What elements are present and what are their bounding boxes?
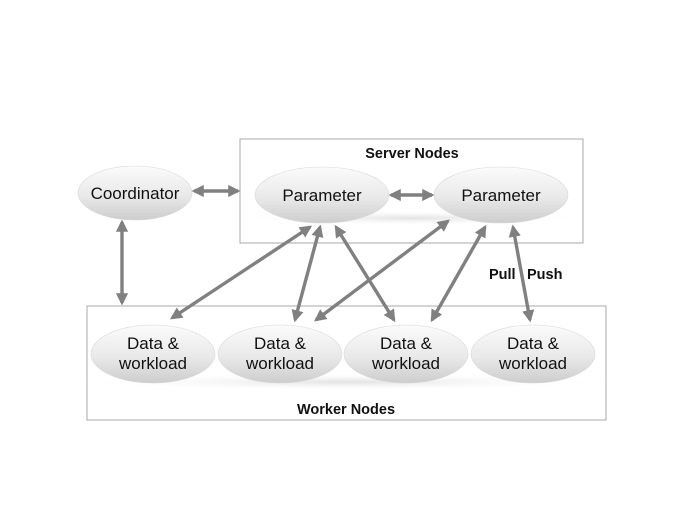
worker-4-line1: Data & [507, 334, 560, 353]
worker-node-4: Data & workload [470, 324, 596, 384]
worker-3-line2: workload [371, 354, 440, 373]
coordinator-node: Coordinator [77, 165, 193, 221]
arrow-param1-worker1 [169, 225, 313, 320]
arrow-param2-worker2 [314, 219, 450, 322]
worker-2-line2: workload [245, 354, 314, 373]
server-nodes-title: Server Nodes [365, 146, 459, 162]
worker-2-line1: Data & [254, 334, 307, 353]
worker-1-line2: workload [118, 354, 187, 373]
worker-4-line2: workload [498, 354, 567, 373]
push-label: Push [527, 267, 562, 283]
worker-3-line1: Data & [380, 334, 433, 353]
worker-nodes-title: Worker Nodes [297, 402, 395, 418]
parameter-2-label: Parameter [461, 186, 541, 205]
parameter-1-label: Parameter [282, 186, 362, 205]
worker-1-line1: Data & [127, 334, 180, 353]
worker-node-3: Data & workload [343, 324, 469, 384]
worker-node-2: Data & workload [217, 324, 343, 384]
parameter-node-2: Parameter [433, 166, 569, 224]
coordinator-label: Coordinator [91, 184, 180, 203]
worker-node-1: Data & workload [90, 324, 216, 384]
arrow-param2-worker3 [430, 224, 487, 323]
worker-floor-shadow [71, 373, 621, 391]
arrow-param2-worker4 [508, 224, 535, 323]
parameter-node-1: Parameter [254, 166, 390, 224]
pull-label: Pull [489, 267, 516, 283]
